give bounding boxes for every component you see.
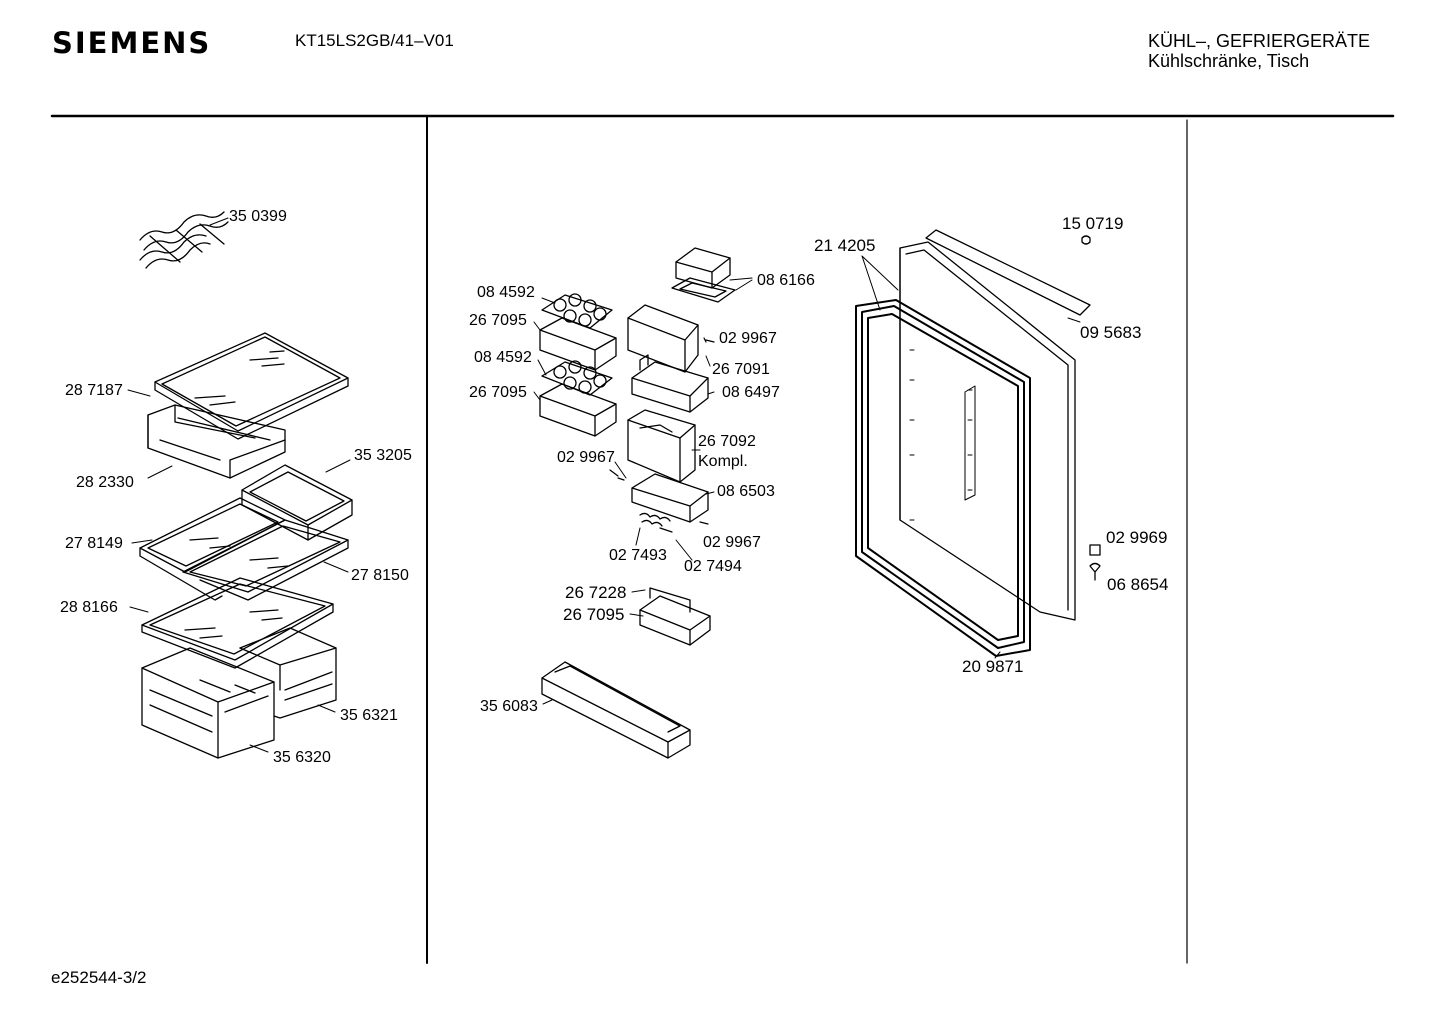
part-label: Kompl.: [698, 453, 748, 470]
part-label: 08 6497: [722, 384, 780, 401]
screw-icon: [703, 337, 715, 343]
part-label: 02 9967: [703, 534, 761, 551]
spring-drawing: [639, 512, 671, 527]
part-label: 27 8150: [351, 567, 409, 584]
category-subtitle: Kühlschränke, Tisch: [1148, 51, 1310, 71]
door-panel-drawing: [899, 241, 1076, 621]
part-label: 27 8149: [65, 535, 123, 552]
part-label: 28 7187: [65, 382, 123, 399]
door-flap-drawing: [627, 304, 699, 373]
part-label: 02 7493: [609, 547, 667, 564]
model-number: KT15LS2GB/41–V01: [295, 31, 454, 50]
part-label: 35 6320: [273, 749, 331, 766]
leader-lines: [127, 217, 1081, 753]
brand-logo: SIEMENS: [52, 26, 212, 60]
storage-box-drawing: [627, 409, 696, 483]
glass-shelf-top-drawing: [154, 332, 349, 440]
part-label: 08 6166: [757, 272, 815, 289]
part-label: 35 0399: [229, 208, 287, 225]
part-label: 26 7095: [563, 605, 625, 624]
bracket-drawing: [639, 587, 711, 646]
part-label: 35 6321: [340, 707, 398, 724]
box-holder-drawing: [631, 473, 709, 523]
part-label: 02 9967: [557, 449, 615, 466]
butter-dish-drawing: [671, 247, 736, 303]
part-label: 02 9969: [1106, 528, 1168, 547]
screw-icon: [1089, 562, 1101, 581]
part-label: 28 8166: [60, 599, 118, 616]
part-label: 26 7095: [469, 384, 527, 401]
egg-tray-upper-drawing: [541, 293, 613, 329]
part-label: 20 9871: [962, 657, 1024, 676]
crisper-cover-drawing: [241, 464, 353, 541]
clip-part-drawing: [139, 211, 229, 269]
crisper-drawers-drawing: [141, 627, 337, 759]
part-label: 28 2330: [76, 474, 134, 491]
door-bin-drawing: [541, 661, 691, 759]
split-glass-shelves-drawing: [139, 497, 349, 601]
part-label: 08 6503: [717, 483, 775, 500]
plug-icon: [1089, 544, 1101, 556]
part-label: 08 4592: [474, 349, 532, 366]
screw-icon: [609, 469, 709, 525]
door-seal-drawing: [855, 299, 1031, 657]
document-id: e252544-3/2: [51, 968, 147, 987]
door-handle-strip-drawing: [925, 229, 1091, 316]
part-label: 26 7095: [469, 312, 527, 329]
tray-drawing: [147, 404, 286, 479]
part-label: 21 4205: [814, 236, 876, 255]
flap-holder-drawing: [631, 354, 709, 413]
part-label: 02 7494: [684, 558, 742, 575]
egg-rack-upper-drawing: [539, 317, 617, 371]
part-label: 35 6083: [480, 698, 538, 715]
cap-icon: [1081, 235, 1091, 245]
part-label: 26 7091: [712, 361, 770, 378]
category-title: KÜHL–, GEFRIERGERÄTE: [1148, 31, 1371, 51]
screw-icon: [659, 527, 673, 533]
part-label: 02 9967: [719, 330, 777, 347]
part-label: 09 5683: [1080, 323, 1142, 342]
part-label: 26 7228: [565, 583, 627, 602]
glass-shelf-bottom-drawing: [141, 577, 334, 669]
part-label: 26 7092: [698, 433, 756, 450]
door-inner-hinges-drawing: [909, 349, 976, 521]
part-label: 06 8654: [1107, 575, 1169, 594]
part-label: 08 4592: [477, 284, 535, 301]
part-label: 15 0719: [1062, 214, 1124, 233]
egg-rack-lower-drawing: [539, 383, 617, 437]
part-label: 35 3205: [354, 447, 412, 464]
